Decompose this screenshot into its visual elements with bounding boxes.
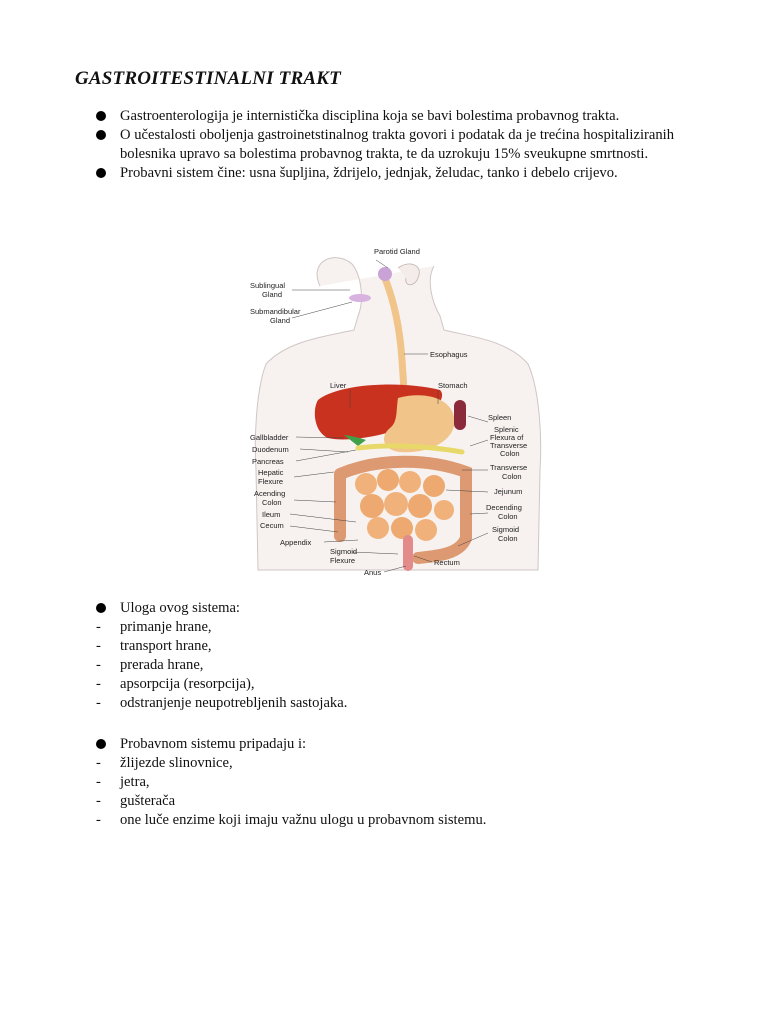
list-item: -primanje hrane,: [96, 619, 212, 635]
list-item: -prerada hrane,: [96, 657, 204, 673]
salivary-glands-shape: [349, 294, 371, 302]
digestive-system-figure: Parotid Gland Sublingual Gland Submandib…: [248, 240, 548, 580]
bullet-icon: [96, 130, 106, 140]
small-intestine-shape: [355, 469, 454, 541]
bullet-icon: [96, 603, 106, 613]
transverse-colon-label-2: Colon: [502, 472, 522, 481]
list-item: O učestalosti oboljenja gastroinetstinal…: [96, 126, 676, 164]
dash-marker: -: [96, 774, 101, 790]
sublingual-gland-label-2: Gland: [262, 290, 282, 299]
roles-section: Uloga ovog sistema: -primanje hrane, -tr…: [96, 599, 656, 713]
hepatic-flexure-label-1: Hepatic: [258, 468, 284, 477]
duodenum-label: Duodenum: [252, 445, 289, 454]
bullet-icon: [96, 739, 106, 749]
gallbladder-shape: [344, 435, 366, 446]
spleen-label: Spleen: [488, 413, 511, 422]
belongs-section: Probavnom sistemu pripadaju i: -žlijezde…: [96, 735, 656, 830]
spleen-shape: [454, 400, 466, 430]
transverse-colon-label-1: Transverse: [490, 463, 527, 472]
descending-colon-label-1: Decending: [486, 503, 522, 512]
sublingual-gland-label-1: Sublingual: [250, 281, 285, 290]
esophagus-shape: [380, 272, 408, 394]
submandibular-gland-label-1: Submandibular: [250, 307, 301, 316]
gallbladder-label: Gallbladder: [250, 433, 289, 442]
esophagus-label: Esophagus: [430, 350, 468, 359]
ileum-label: Ileum: [262, 510, 280, 519]
intro-bullet-list: Gastroenterologija je internistička disc…: [96, 107, 676, 183]
page-title: GASTROITESTINALNI TRAKT: [75, 68, 341, 89]
submandibular-gland-label-2: Gland: [270, 316, 290, 325]
large-intestine-shape: [334, 455, 472, 564]
parotid-gland-label: Parotid Gland: [374, 247, 420, 256]
pancreas-shape: [355, 443, 465, 455]
dash-marker: -: [96, 619, 101, 635]
list-item: -žlijezde slinovnice,: [96, 755, 233, 771]
list-item: Probavni sistem čine: usna šupljina, ždr…: [96, 164, 676, 183]
list-item: -gušterača: [96, 793, 176, 809]
hepatic-flexure-label-2: Flexure: [258, 477, 283, 486]
list-item: -one luče enzime koji imaju važnu ulogu …: [96, 812, 487, 828]
dash-marker: -: [96, 676, 101, 692]
list-item: -apsorpcija (resorpcija),: [96, 676, 255, 692]
parotid-gland-shape: [378, 267, 392, 281]
bullet-icon: [96, 111, 106, 121]
splenic-flexura-label-2: Flexura of: [490, 433, 524, 442]
splenic-flexura-label-3: Transverse: [490, 441, 527, 450]
liver-label: Liver: [330, 381, 347, 390]
dash-marker: -: [96, 638, 101, 654]
appendix-label: Appendix: [280, 538, 312, 547]
roles-list: -primanje hrane, -transport hrane, -prer…: [96, 618, 656, 713]
cecum-label: Cecum: [260, 521, 284, 530]
list-item: Gastroenterologija je internistička disc…: [96, 107, 676, 126]
bullet-icon: [96, 168, 106, 178]
splenic-flexura-label-4: Colon: [500, 449, 520, 458]
dash-marker: -: [96, 695, 101, 711]
ascending-colon-label-1: Acending: [254, 489, 285, 498]
descending-colon-label-2: Colon: [498, 512, 518, 521]
sigmoid-colon-label-1: Sigmoid: [492, 525, 519, 534]
list-item: -jetra,: [96, 774, 150, 790]
ascending-colon-label-2: Colon: [262, 498, 282, 507]
list-item: -transport hrane,: [96, 638, 212, 654]
ear-shape: [397, 263, 420, 286]
dash-marker: -: [96, 812, 101, 828]
stomach-label: Stomach: [438, 381, 468, 390]
belongs-heading: Probavnom sistemu pripadaju i:: [96, 735, 656, 754]
label-lines: [289, 259, 489, 573]
dash-marker: -: [96, 793, 101, 809]
roles-heading: Uloga ovog sistema:: [96, 599, 656, 618]
stomach-shape: [384, 395, 455, 453]
sigmoid-flexure-label-2: Flexure: [330, 556, 355, 565]
digestive-system-diagram: Parotid Gland Sublingual Gland Submandib…: [250, 247, 542, 577]
dash-marker: -: [96, 657, 101, 673]
dash-marker: -: [96, 755, 101, 771]
anus-label: Anus: [364, 568, 381, 577]
sigmoid-colon-label-2: Colon: [498, 534, 518, 543]
rectum-label: Rectum: [434, 558, 460, 567]
pancreas-label: Pancreas: [252, 457, 284, 466]
jejunum-label: Jejunum: [494, 487, 522, 496]
sigmoid-flexure-label-1: Sigmoid: [330, 547, 357, 556]
splenic-flexura-label-1: Splenic: [494, 425, 519, 434]
belongs-list: -žlijezde slinovnice, -jetra, -gušterača…: [96, 754, 656, 830]
list-item: -odstranjenje neupotrebljenih sastojaka.: [96, 695, 348, 711]
